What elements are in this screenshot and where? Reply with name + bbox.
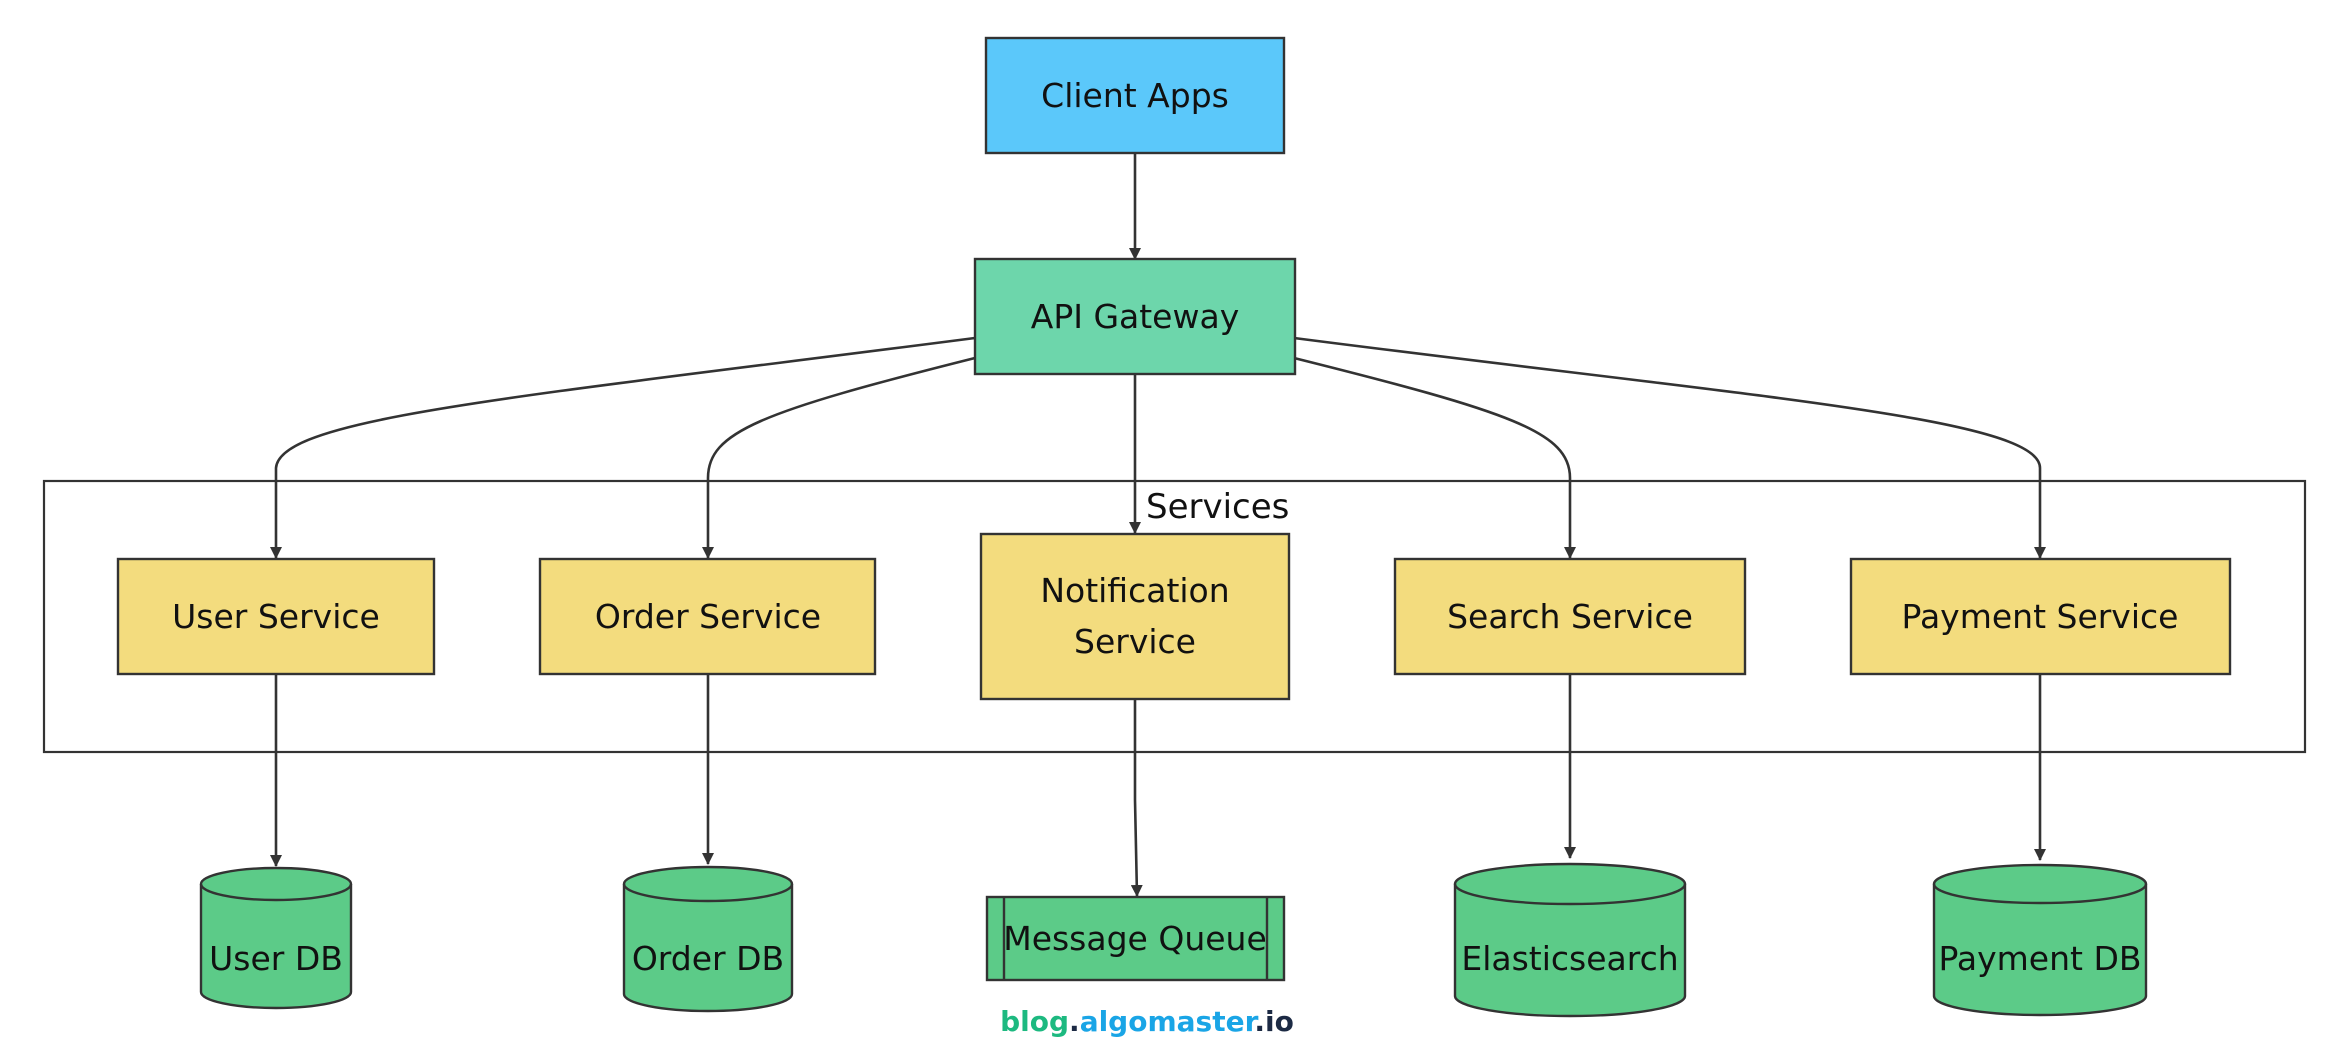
user-db-cylinder: User DB [199, 866, 353, 1010]
payment-service-node: Payment Service [1849, 557, 2232, 676]
order-db-label: Order DB [632, 939, 784, 978]
elasticsearch-label: Elasticsearch [1461, 939, 1678, 978]
edge-gateway-to-payment-service [1293, 336, 2046, 559]
edge-gateway-to-search-service [1293, 356, 1576, 559]
payment-db-label: Payment DB [1938, 939, 2141, 978]
services-group-label: Services [1146, 487, 1289, 527]
edge-notification-to-message-queue [1130, 699, 1143, 897]
client-apps-node: Client Apps [984, 36, 1286, 155]
order-service-node: Order Service [538, 557, 877, 676]
message-queue-node: Message Queue [985, 895, 1286, 982]
notification-service-label-line1: Notification [1040, 571, 1229, 610]
watermark-io: io [1265, 1005, 1294, 1038]
payment-service-label: Payment Service [1902, 597, 2179, 636]
services-group-box [42, 479, 2307, 754]
edge-gateway-to-user-service [270, 336, 976, 559]
user-service-label: User Service [172, 597, 380, 636]
watermark-logo: blog.algomaster.io [1000, 1005, 1294, 1038]
order-service-label: Order Service [595, 597, 821, 636]
payment-db-cylinder: Payment DB [1932, 863, 2148, 1017]
order-db-cylinder: Order DB [622, 865, 794, 1013]
search-service-label: Search Service [1447, 597, 1693, 636]
watermark-dot1: . [1069, 1005, 1080, 1038]
api-gateway-label: API Gateway [1031, 297, 1239, 336]
user-service-node: User Service [116, 557, 436, 676]
edges [270, 153, 2046, 897]
client-apps-label: Client Apps [1041, 76, 1229, 115]
api-gateway-node: API Gateway [973, 257, 1297, 376]
notification-service-node: Notification Service [979, 532, 1291, 701]
watermark-dot2: . [1254, 1005, 1265, 1038]
watermark-algomaster: algomaster [1080, 1005, 1259, 1038]
elasticsearch-cylinder: Elasticsearch [1453, 862, 1687, 1018]
edge-gateway-to-order-service [702, 356, 976, 559]
notification-service-label-line2: Service [1074, 622, 1196, 661]
user-db-label: User DB [209, 939, 343, 978]
watermark-blog: blog [1000, 1005, 1069, 1038]
search-service-node: Search Service [1393, 557, 1747, 676]
message-queue-label: Message Queue [1003, 919, 1267, 958]
